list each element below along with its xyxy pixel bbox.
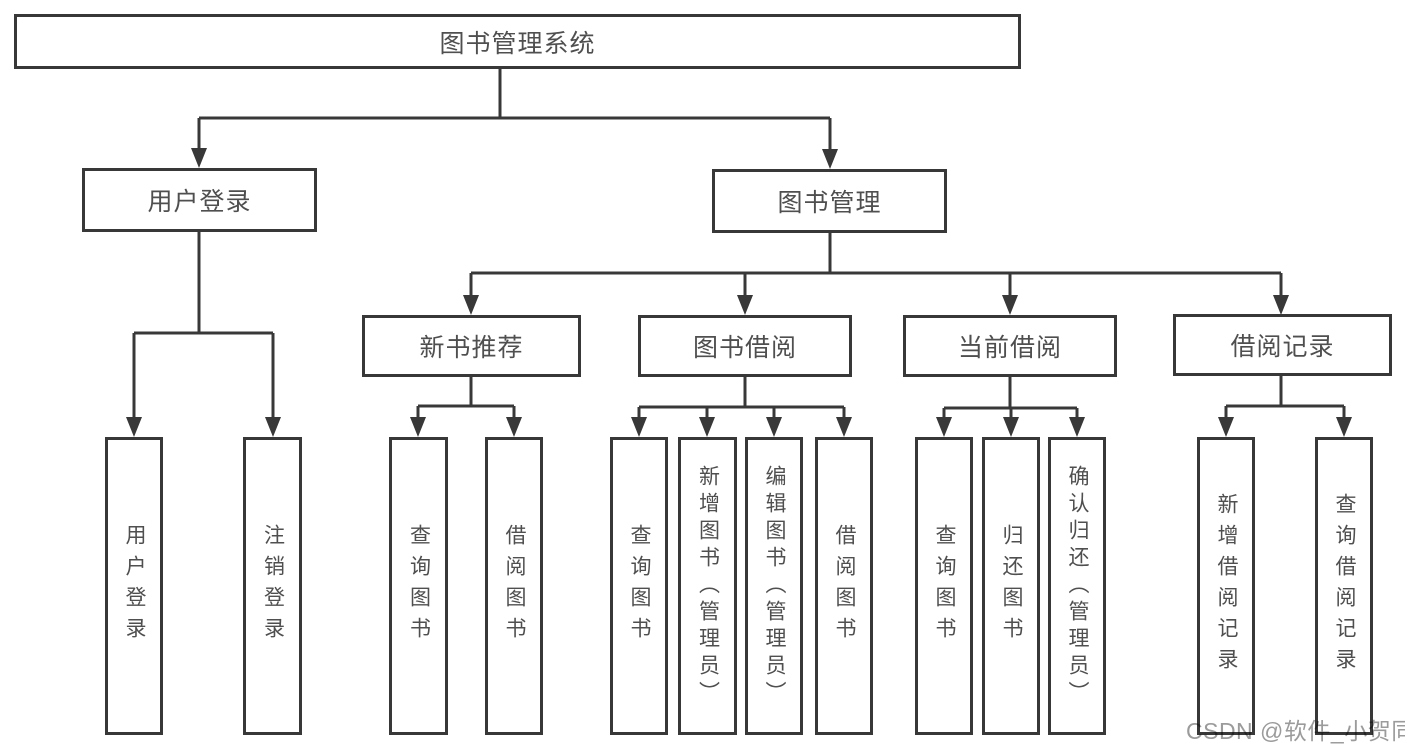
leaf-query-books-3: 查询图书 xyxy=(915,437,973,735)
arrow-down-icons-level3 xyxy=(463,295,1289,315)
connector-root-to-level2 xyxy=(197,69,832,150)
leaf-query-books-3-label: 查询图书 xyxy=(933,524,956,648)
connector-book-borrowing-children xyxy=(637,377,846,418)
node-user-login: 用户登录 xyxy=(82,168,317,232)
leaf-query-books-2: 查询图书 xyxy=(610,437,668,735)
leaf-query-borrow-record-label: 查询借阅记录 xyxy=(1333,493,1356,679)
node-book-management: 图书管理 xyxy=(712,169,947,233)
leaf-add-books-admin-label: 新增图书（管理员） xyxy=(696,464,720,708)
arrow-down-icons-borrowing-records xyxy=(1218,417,1352,437)
leaf-add-borrow-record: 新增借阅记录 xyxy=(1197,437,1255,735)
connector-new-book-recommend-children xyxy=(416,377,516,418)
leaf-user-login: 用户登录 xyxy=(105,437,163,735)
connector-borrowing-records-children xyxy=(1224,376,1346,418)
node-user-login-label: 用户登录 xyxy=(147,188,252,216)
leaf-borrow-books-1-label: 借阅图书 xyxy=(503,524,526,648)
node-current-borrowing: 当前借阅 xyxy=(903,315,1117,377)
leaf-add-books-admin: 新增图书（管理员） xyxy=(678,437,737,735)
arrow-down-icons-book-borrowing xyxy=(631,417,852,437)
watermark: CSDN @软件_小贺同学 xyxy=(1186,718,1405,744)
leaf-borrow-books-2: 借阅图书 xyxy=(815,437,873,735)
leaf-edit-books-admin-label: 编辑图书（管理员） xyxy=(763,464,786,708)
leaf-confirm-return-admin: 确认归还（管理员） xyxy=(1048,437,1106,735)
connector-current-borrowing-children xyxy=(942,377,1079,418)
arrow-down-icons-new-book-recommend xyxy=(410,417,522,437)
leaf-return-books: 归还图书 xyxy=(982,437,1040,735)
leaf-borrow-books-2-label: 借阅图书 xyxy=(833,524,856,648)
leaf-query-books-1-label: 查询图书 xyxy=(407,524,431,648)
arrow-down-icons-current-borrowing xyxy=(936,417,1085,437)
arrow-down-icons-level2 xyxy=(191,148,838,169)
node-book-management-label: 图书管理 xyxy=(777,189,882,217)
node-borrowing-records-label: 借阅记录 xyxy=(1230,333,1335,361)
node-book-borrowing-label: 图书借阅 xyxy=(692,334,797,362)
node-root-label: 图书管理系统 xyxy=(439,29,596,58)
node-borrowing-records: 借阅记录 xyxy=(1173,314,1392,376)
leaf-query-borrow-record: 查询借阅记录 xyxy=(1315,437,1373,735)
connector-book-management-children xyxy=(469,233,1283,296)
leaf-edit-books-admin: 编辑图书（管理员） xyxy=(745,437,803,735)
leaf-query-books-1: 查询图书 xyxy=(389,437,448,735)
leaf-add-borrow-record-label: 新增借阅记录 xyxy=(1215,493,1238,679)
leaf-query-books-2-label: 查询图书 xyxy=(628,524,651,648)
node-new-book-recommend-label: 新书推荐 xyxy=(419,334,524,362)
arrow-down-icons-user-login xyxy=(126,417,281,437)
leaf-logout: 注销登录 xyxy=(243,437,302,735)
connector-user-login-children xyxy=(132,232,275,418)
node-current-borrowing-label: 当前借阅 xyxy=(957,334,1062,362)
leaf-confirm-return-admin-label: 确认归还（管理员） xyxy=(1066,464,1089,708)
leaf-user-login-label: 用户登录 xyxy=(123,524,146,648)
leaf-borrow-books-1: 借阅图书 xyxy=(485,437,543,735)
leaf-logout-label: 注销登录 xyxy=(261,524,285,648)
leaf-return-books-label: 归还图书 xyxy=(1000,524,1023,648)
node-book-borrowing: 图书借阅 xyxy=(638,315,852,377)
node-new-book-recommend: 新书推荐 xyxy=(362,315,581,377)
node-root: 图书管理系统 xyxy=(14,14,1021,69)
